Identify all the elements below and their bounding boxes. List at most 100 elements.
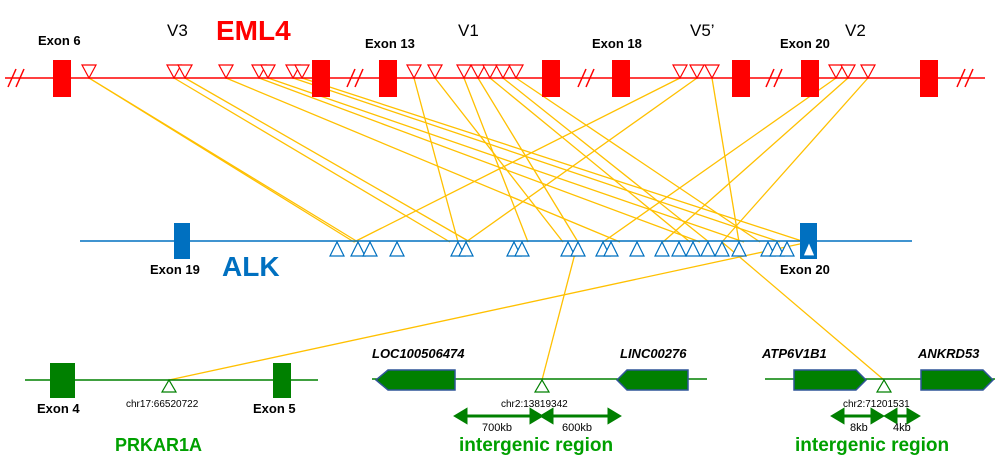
region-mid-breakpoint-marker	[533, 378, 551, 393]
fusion-connector-line	[711, 77, 740, 243]
region-mid-breakpoint-coord: chr2:13819342	[501, 399, 568, 410]
eml4-breakpoint	[469, 64, 487, 80]
fusion-connector-line	[353, 77, 681, 243]
region-mid-distance-arrows	[453, 407, 622, 425]
alk-breakpoint	[350, 240, 366, 257]
intergenic-region-mid: LOC100506474 LINC00276 chr2:13819342 700…	[372, 346, 707, 456]
variant-label: V3	[167, 21, 188, 40]
prkar1a-exon-label: Exon 5	[253, 401, 296, 416]
prkar1a-exon-label: Exon 4	[37, 401, 80, 416]
alk-breakpoint	[654, 240, 670, 257]
alk-exon-19	[174, 223, 190, 259]
alk-breakpoint	[769, 240, 785, 257]
alk-breakpoint	[700, 240, 716, 257]
eml4-breakpoint	[455, 64, 473, 80]
eml4-breakpoint	[80, 64, 98, 80]
eml4-exon-label: Exon 18	[592, 36, 642, 51]
ankrd53-gene-arrow	[920, 369, 995, 391]
distance-label: 8kb	[850, 422, 868, 434]
eml4-breakpoints	[80, 64, 877, 80]
eml4-breakpoint	[217, 64, 235, 80]
fusion-connector-line	[267, 77, 745, 243]
eml4-breakpoint	[405, 64, 423, 80]
eml4-breakpoint	[703, 64, 721, 80]
alk-breakpoint	[389, 240, 405, 257]
eml4-exons	[53, 60, 938, 97]
eml4-breakpoint	[839, 64, 857, 80]
prkar1a-exon-5	[273, 363, 291, 398]
eml4-gene-name: EML4	[216, 15, 291, 46]
eml4-breakpoint	[481, 64, 499, 80]
eml4-breakpoint	[494, 64, 512, 80]
prkar1a-breakpoint-marker	[160, 378, 178, 393]
eml4-exon-box	[732, 60, 750, 97]
region-right-breakpoint-coord: chr2:71201531	[843, 399, 910, 410]
alk-breakpoint	[714, 240, 730, 257]
eml4-exon-box	[801, 60, 819, 97]
alk-breakpoint	[731, 240, 747, 257]
eml4-breakpoint	[688, 64, 706, 80]
alk-gene-name: ALK	[222, 251, 280, 282]
distance-label: 700kb	[482, 422, 512, 434]
fusion-connector-line	[88, 77, 359, 243]
alk-exon-label: Exon 19	[150, 262, 200, 277]
eml4-breakpoint	[293, 64, 311, 80]
fusion-connector-line	[721, 77, 869, 243]
alk-breakpoint	[802, 240, 816, 257]
fusion-connector-line	[168, 241, 810, 381]
fusion-connector-line	[173, 77, 451, 243]
eml4-breakpoint	[859, 64, 877, 80]
alk-breakpoint	[514, 240, 530, 257]
fusion-connector-line	[258, 77, 701, 243]
region-right-breakpoint-marker	[875, 378, 893, 393]
distance-label: 600kb	[562, 422, 592, 434]
fusion-connector-line	[515, 77, 761, 243]
alk-breakpoint	[362, 240, 378, 257]
eml4-exon-box	[312, 60, 330, 97]
eml4-exon-label: Exon 20	[780, 36, 830, 51]
eml4-breakpoint	[165, 64, 183, 80]
region-mid-label: intergenic region	[459, 435, 613, 456]
variant-label: V2	[845, 21, 866, 40]
eml4-track: Exon 6 Exon 13 Exon 18 Exon 20 V3 V1 V5’…	[5, 15, 985, 97]
distance-label: 4kb	[893, 422, 911, 434]
eml4-break-marks	[7, 68, 974, 88]
eml4-breakpoint	[176, 64, 194, 80]
eml4-breakpoint	[827, 64, 845, 80]
variant-label: V1	[458, 21, 479, 40]
alk-breakpoint	[671, 240, 687, 257]
fusion-connector-line	[662, 77, 849, 243]
eml4-breakpoint	[671, 64, 689, 80]
gene-name-linc00276: LINC00276	[620, 346, 687, 361]
region-right-label: intergenic region	[795, 435, 949, 456]
alk-breakpoint	[629, 240, 645, 257]
eml4-breakpoint	[507, 64, 525, 80]
atp6v1b1-gene-arrow	[793, 369, 868, 391]
gene-name-atp6v1b1: ATP6V1B1	[761, 346, 827, 361]
fusion-connector-line	[489, 77, 691, 243]
alk-breakpoint	[560, 240, 576, 257]
eml4-exon-label: Exon 13	[365, 36, 415, 51]
fusion-connectors	[88, 77, 885, 381]
alk-breakpoint	[603, 240, 619, 257]
eml4-breakpoint	[259, 64, 277, 80]
fusion-connector-line	[292, 77, 781, 243]
alk-exon-label: Exon 20	[780, 262, 830, 277]
fusion-connector-line	[502, 77, 710, 243]
eml4-exon-box	[379, 60, 397, 97]
alk-breakpoints	[329, 240, 795, 257]
alk-breakpoint	[458, 240, 474, 257]
fusion-connector-line	[541, 241, 579, 381]
loc100506474-gene-arrow	[374, 369, 456, 391]
eml4-exon-box	[53, 60, 71, 97]
alk-breakpoint	[779, 240, 795, 257]
fusion-connector-line	[184, 77, 471, 243]
fusion-connector-line	[413, 77, 459, 243]
fusion-connector-line	[477, 77, 579, 243]
eml4-breakpoint	[426, 64, 444, 80]
fusion-connector-line	[465, 77, 698, 243]
alk-breakpoint	[570, 240, 586, 257]
fusion-connector-line	[301, 77, 806, 243]
prkar1a-gene-name: PRKAR1A	[115, 435, 202, 455]
